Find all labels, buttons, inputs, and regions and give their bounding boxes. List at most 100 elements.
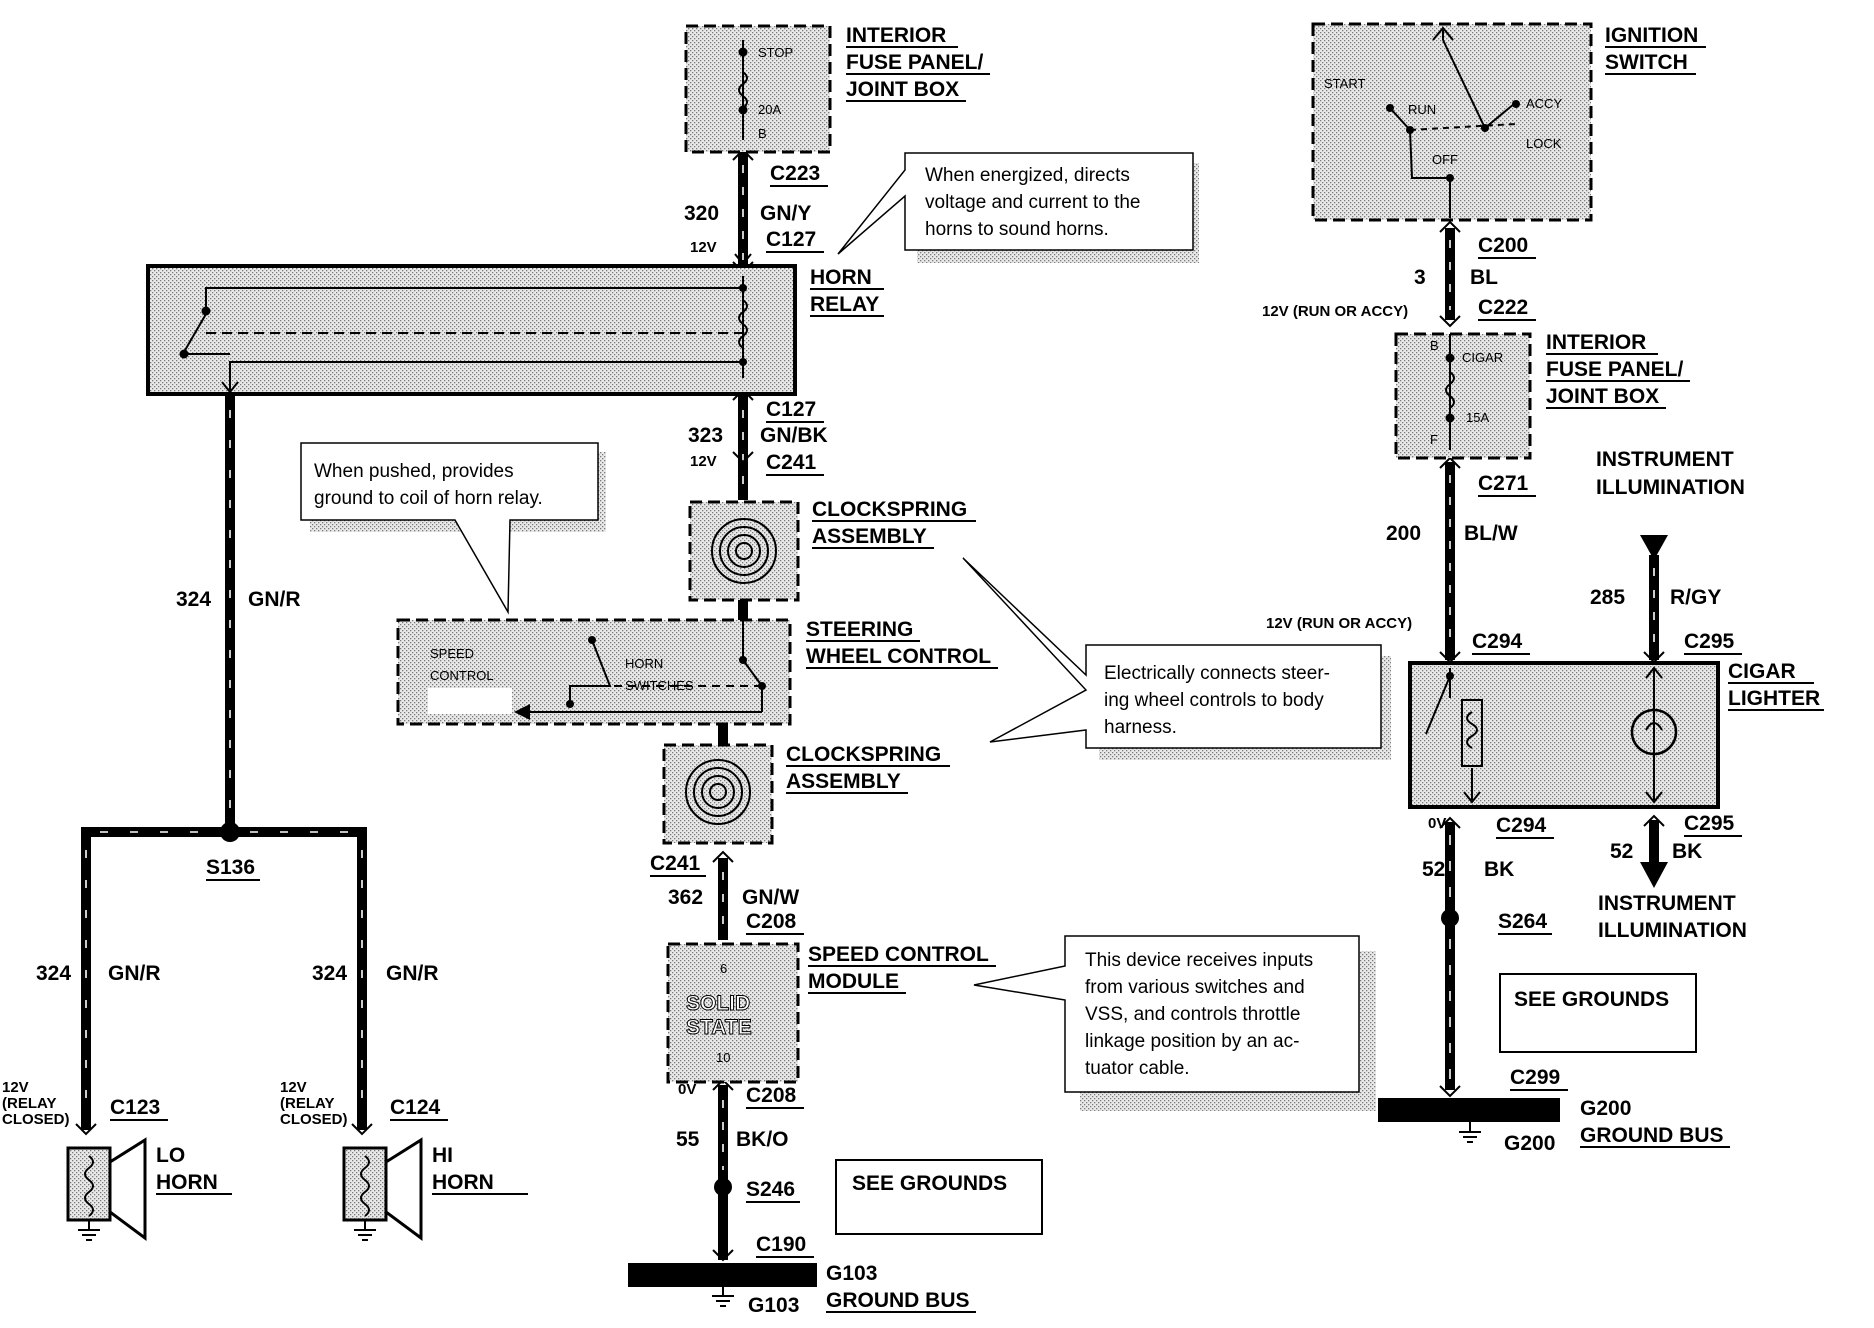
connector-c294-top: C294 [1472, 630, 1523, 653]
fuse-cigar-label: CIGAR [1462, 350, 1503, 365]
splice-s246: S246 [746, 1178, 795, 1201]
lo-horn-voltage-1: 12V [2, 1079, 29, 1096]
speed-control-module: 6 SOLID STATE 10 [666, 942, 800, 1084]
callout-clockspring-line-1: Electrically connects steer- [1104, 663, 1330, 684]
callout-horn-relay-line-2: voltage and current to the [925, 192, 1140, 213]
callout-horn-relay: When energized, directs voltage and curr… [837, 152, 1194, 255]
connector-c241-bottom: C241 [650, 852, 701, 875]
module-body-2: STATE [686, 1016, 752, 1039]
g103-id-2: G103 [748, 1294, 799, 1317]
callout-clockspring: Electrically connects steer- ing wheel c… [962, 557, 1382, 749]
connector-underlines [110, 185, 1742, 1258]
fuse-pin-label: B [758, 126, 767, 141]
hi-horn-voltage-3: CLOSED) [280, 1111, 348, 1128]
fuse-panel-right-title-1: INTERIOR [1546, 331, 1646, 354]
connector-c127-top: C127 [766, 228, 816, 251]
module-body-1: SOLID [686, 992, 750, 1015]
wire-324-hi-color: GN/R [386, 962, 439, 985]
voltage-run-accy-c294: 12V (RUN OR ACCY) [1266, 615, 1412, 632]
wire-323-circuit: 323 [688, 424, 723, 447]
ign-off-label: OFF [1432, 152, 1458, 167]
ground-bus-g103 [628, 1263, 817, 1307]
callout-clockspring-line-3: harness. [1104, 717, 1177, 738]
connector-c123: C123 [110, 1096, 160, 1119]
splice-s136: S136 [206, 856, 255, 879]
hi-horn-title-1: HI [432, 1144, 453, 1167]
ignition-switch-title-1: IGNITION [1605, 24, 1698, 47]
callout-horn-switch-line-2: ground to coil of horn relay. [314, 488, 543, 509]
connector-c295-top: C295 [1684, 630, 1735, 653]
connector-c241-top: C241 [766, 451, 817, 474]
module-pin-top: 6 [720, 961, 727, 976]
horn-relay [146, 253, 797, 396]
g103-id: G103 [826, 1262, 877, 1285]
fuse-panel-top: STOP 20A B [684, 24, 832, 154]
horn-relay-title-2: RELAY [810, 293, 879, 316]
callout-speed-module-line-4: linkage position by an ac- [1085, 1031, 1299, 1052]
fuse-panel-top-title-1: INTERIOR [846, 24, 946, 47]
wire-52-color-right: BK [1672, 840, 1702, 863]
lo-horn-icon [66, 1137, 147, 1241]
callout-horn-switch: When pushed, provides ground to coil of … [300, 442, 599, 615]
connector-c222: C222 [1478, 296, 1528, 319]
instr-illum-in-arrow [1640, 535, 1668, 560]
speed-control-label-2: CONTROL [430, 668, 494, 683]
see-grounds-box-1 [835, 1159, 1043, 1235]
connector-c294-bottom: C294 [1496, 814, 1547, 837]
steering-wheel-control-title-2: WHEEL CONTROL [806, 645, 991, 668]
ign-accy-label: ACCY [1526, 96, 1562, 111]
clockspring-coil-icon [685, 759, 751, 825]
g200-title: GROUND BUS [1580, 1124, 1724, 1147]
fuse-panel-right: B CIGAR 15A F [1394, 332, 1532, 460]
g200-id-2: G200 [1504, 1132, 1555, 1155]
module-pin-bottom: 10 [716, 1050, 730, 1065]
callout-speed-module-line-5: tuator cable. [1085, 1058, 1190, 1079]
clockspring-upper-title-1: CLOCKSPRING [812, 498, 967, 521]
see-grounds-label-1: SEE GROUNDS [852, 1172, 1007, 1195]
fuse-panel-top-title-2: FUSE PANEL/ [846, 51, 983, 74]
ground-bus-g200 [1378, 1098, 1560, 1143]
lo-horn-voltage-2: (RELAY [2, 1095, 56, 1112]
voltage-0v-c208: 0V [678, 1081, 696, 1098]
wire-323-color: GN/BK [760, 424, 828, 447]
wire-324-lo-circuit: 324 [36, 962, 71, 985]
horn-relay-title-1: HORN [810, 266, 872, 289]
connector-c295-bottom: C295 [1684, 812, 1735, 835]
voltage-12v-c127: 12V [690, 239, 717, 256]
wire-320-circuit: 320 [684, 202, 719, 225]
callout-speed-module-line-1: This device receives inputs [1085, 950, 1313, 971]
instr-illum-out-arrow [1640, 862, 1668, 888]
wire-3-color: BL [1470, 266, 1498, 289]
wire-55-color: BK/O [736, 1128, 789, 1151]
horn-switches-label-1: HORN [625, 656, 663, 671]
speed-control-label-1: SPEED [430, 646, 474, 661]
g200-id: G200 [1580, 1097, 1631, 1120]
wire-200-circuit: 200 [1386, 522, 1421, 545]
wire-52-circuit-right: 52 [1610, 840, 1633, 863]
callout-clockspring-line-2: ing wheel controls to body [1104, 690, 1324, 711]
voltage-0v-c294: 0V [1428, 815, 1446, 832]
connector-c208-top: C208 [746, 910, 797, 933]
lo-horn-title-2: HORN [156, 1171, 218, 1194]
hi-horn-voltage-1: 12V [280, 1079, 307, 1096]
voltage-run-accy-c222: 12V (RUN OR ACCY) [1262, 303, 1408, 320]
steering-wheel-control: SPEED CONTROL HORN SWITCHES [396, 618, 792, 726]
hi-horn-icon [342, 1137, 423, 1241]
callout-horn-relay-line-3: horns to sound horns. [925, 219, 1109, 240]
fuse-pin-b-label: B [1430, 338, 1439, 353]
fuse-panel-right-title-3: JOINT BOX [1546, 385, 1659, 408]
splice-s264-dot [1441, 909, 1459, 927]
ign-run-label: RUN [1408, 102, 1436, 117]
callout-horn-relay-line-1: When energized, directs [925, 165, 1130, 186]
wire-285-circuit: 285 [1590, 586, 1625, 609]
connector-labels: C223 C127 C127 C241 C241 C208 C208 C190 … [110, 162, 1735, 1256]
ignition-switch-title-2: SWITCH [1605, 51, 1688, 74]
lo-horn-title-1: LO [156, 1144, 185, 1167]
wire-324-hi-circuit: 324 [312, 962, 347, 985]
instr-illum-bottom-2: ILLUMINATION [1598, 919, 1747, 942]
wire-362-color: GN/W [742, 886, 799, 909]
hi-horn-title-2: HORN [432, 1171, 494, 1194]
see-grounds-label-2: SEE GROUNDS [1514, 988, 1669, 1011]
wire-285-color: R/GY [1670, 586, 1721, 609]
